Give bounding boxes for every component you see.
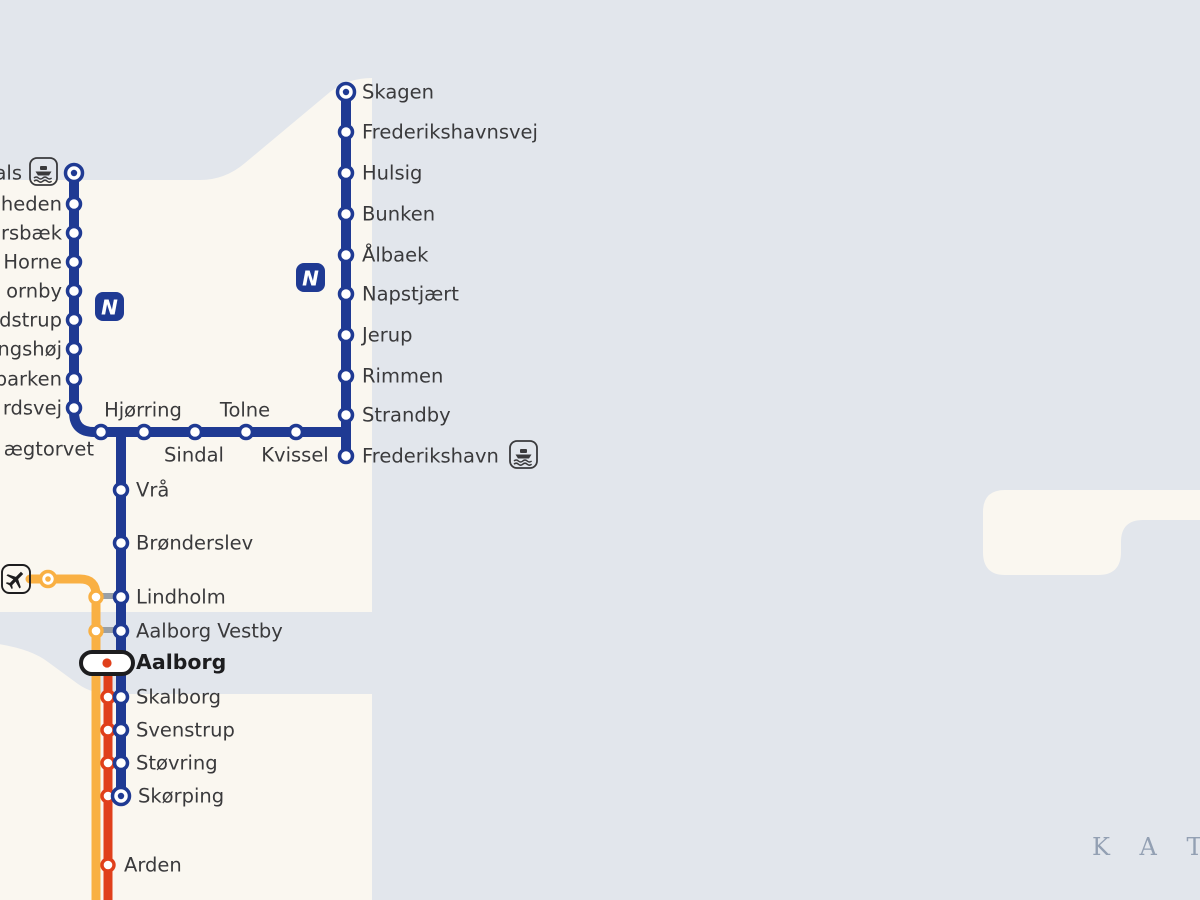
station-label-hulsig: Hulsig — [362, 162, 422, 185]
station-hjoerring[interactable]: Hjørring — [104, 399, 182, 441]
station-rimmen[interactable]: Rimmen — [337, 365, 444, 388]
station-broenderslev[interactable]: Brønderslev — [112, 532, 254, 555]
station-orange-lindholm[interactable] — [88, 589, 104, 605]
zone-badge-n-east[interactable]: N — [296, 263, 325, 292]
station-hirtshals-05[interactable]: ornby — [6, 280, 83, 303]
station-hirtshals-09[interactable]: rdsvej — [3, 397, 83, 420]
zone-badge-n-east-label: N — [302, 267, 319, 291]
station-label-hirtshals-07: ngshøj — [0, 338, 62, 361]
ferry-icon — [509, 440, 538, 469]
station-aalborg-vestby[interactable]: Aalborg Vestby — [112, 620, 283, 643]
station-hirtshals-07[interactable]: ngshøj — [0, 338, 83, 361]
station-label-jerup: Jerup — [360, 324, 413, 347]
station-label-hirtshals-06: dstrup — [0, 309, 62, 332]
station-skalborg[interactable]: Skalborg — [100, 686, 221, 709]
station-label-stoevring: Støvring — [136, 752, 218, 775]
station-hirtshals-03[interactable]: rsbæk — [1, 222, 83, 245]
station-label-rimmen: Rimmen — [362, 365, 443, 388]
station-label-frederikshavnsvej: Frederikshavnsvej — [362, 121, 538, 144]
station-label-frederikshavn: Frederikshavn — [362, 445, 499, 468]
station-label-hirtshals-03: rsbæk — [1, 222, 63, 245]
station-aalborg-lufthavn[interactable] — [1, 564, 58, 594]
station-label-hirtshals-08: parken — [0, 368, 62, 391]
station-label-aalborg-vestby: Aalborg Vestby — [136, 620, 283, 643]
landmass-island — [983, 490, 1200, 575]
station-label-albaek: Ålbaek — [362, 244, 429, 267]
station-label-hirtshals-04: Horne — [3, 251, 62, 274]
station-label-hjoerring: Hjørring — [104, 399, 182, 422]
station-vraa[interactable]: Vrå — [112, 479, 170, 502]
connector-lindholm — [96, 593, 122, 599]
station-label-napstjaert: Napstjært — [362, 283, 459, 306]
zone-badge-n-west-label: N — [101, 296, 118, 320]
station-label-tolne: Tolne — [219, 399, 270, 422]
station-svenstrup[interactable]: Svenstrup — [100, 719, 235, 742]
station-label-hirtshals-09: rdsvej — [3, 397, 62, 420]
station-sindal[interactable]: Sindal — [164, 423, 224, 467]
connector-aalborg-vestby — [96, 627, 122, 633]
station-bunken[interactable]: Bunken — [337, 203, 436, 226]
station-label-lindholm: Lindholm — [136, 586, 226, 609]
station-frederikshavn[interactable]: Frederikshavn — [337, 440, 538, 469]
station-label-aalborg: Aalborg — [136, 650, 226, 674]
station-skoerping[interactable]: Skørping — [100, 785, 224, 808]
station-stoevring[interactable]: Støvring — [100, 752, 218, 775]
station-jerup[interactable]: Jerup — [337, 324, 413, 347]
station-label-svenstrup: Svenstrup — [136, 719, 235, 742]
station-hirtshals-04[interactable]: Horne — [3, 251, 83, 274]
sea-label-kattegat: K A T — [1092, 833, 1200, 861]
station-label-hirtshals-10: ægtorvet — [4, 438, 95, 461]
station-hirtshals-10[interactable]: ægtorvet — [4, 423, 110, 461]
station-albaek[interactable]: Ålbaek — [337, 244, 430, 267]
station-label-hirtshals-02: heden — [1, 193, 62, 216]
station-hirtshals-08[interactable]: parken — [0, 368, 83, 391]
airplane-icon — [1, 564, 31, 594]
station-label-arden: Arden — [124, 854, 182, 877]
station-strandby[interactable]: Strandby — [337, 404, 451, 427]
station-label-skoerping: Skørping — [138, 785, 224, 808]
station-label-skagen: Skagen — [362, 81, 434, 104]
station-label-hirtshals: als — [0, 162, 22, 185]
station-label-broenderslev: Brønderslev — [136, 532, 253, 555]
station-lindholm[interactable]: Lindholm — [112, 586, 226, 609]
station-arden[interactable]: Arden — [100, 854, 182, 877]
station-label-skalborg: Skalborg — [136, 686, 221, 709]
station-hirtshals-06[interactable]: dstrup — [0, 309, 83, 332]
station-tolne[interactable]: Tolne — [219, 399, 270, 441]
station-hirtshals[interactable]: als — [0, 157, 85, 186]
ferry-icon-hirtshals — [29, 157, 58, 186]
station-label-bunken: Bunken — [362, 203, 435, 226]
station-napstjaert[interactable]: Napstjært — [337, 283, 460, 306]
station-kvissel[interactable]: Kvissel — [261, 423, 329, 467]
station-aalborg[interactable]: Aalborg — [79, 650, 226, 676]
station-label-strandby: Strandby — [362, 404, 451, 427]
station-label-vraa: Vrå — [136, 479, 169, 502]
station-label-kvissel: Kvissel — [261, 444, 328, 467]
station-orange-aalborg-vestby[interactable] — [88, 623, 104, 639]
station-hirtshals-02[interactable]: heden — [1, 193, 83, 216]
station-skagen[interactable]: Skagen — [335, 81, 435, 104]
station-label-sindal: Sindal — [164, 444, 224, 467]
zone-badge-n-west[interactable]: N — [95, 292, 124, 321]
station-hulsig[interactable]: Hulsig — [337, 162, 423, 185]
station-frederikshavnsvej[interactable]: Frederikshavnsvej — [337, 121, 538, 144]
landmass-vendsyssel — [0, 78, 372, 612]
station-label-hirtshals-05: ornby — [6, 280, 62, 303]
